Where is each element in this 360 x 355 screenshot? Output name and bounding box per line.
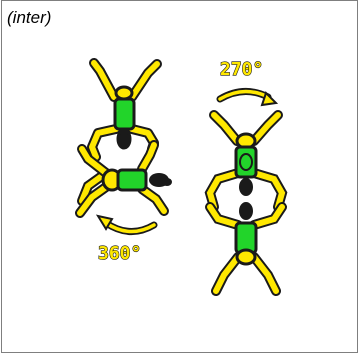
jumper-right-upper (210, 115, 282, 207)
jumper-left-upper (92, 63, 157, 157)
formation-diagram: 360° 270° (2, 1, 357, 352)
angle-label-right: 270° (220, 59, 263, 80)
rotation-arrow-right (220, 91, 276, 105)
rotation-arrow-left (98, 216, 154, 232)
angle-label-left: 360° (98, 243, 141, 264)
jumper-right-lower (210, 202, 282, 291)
